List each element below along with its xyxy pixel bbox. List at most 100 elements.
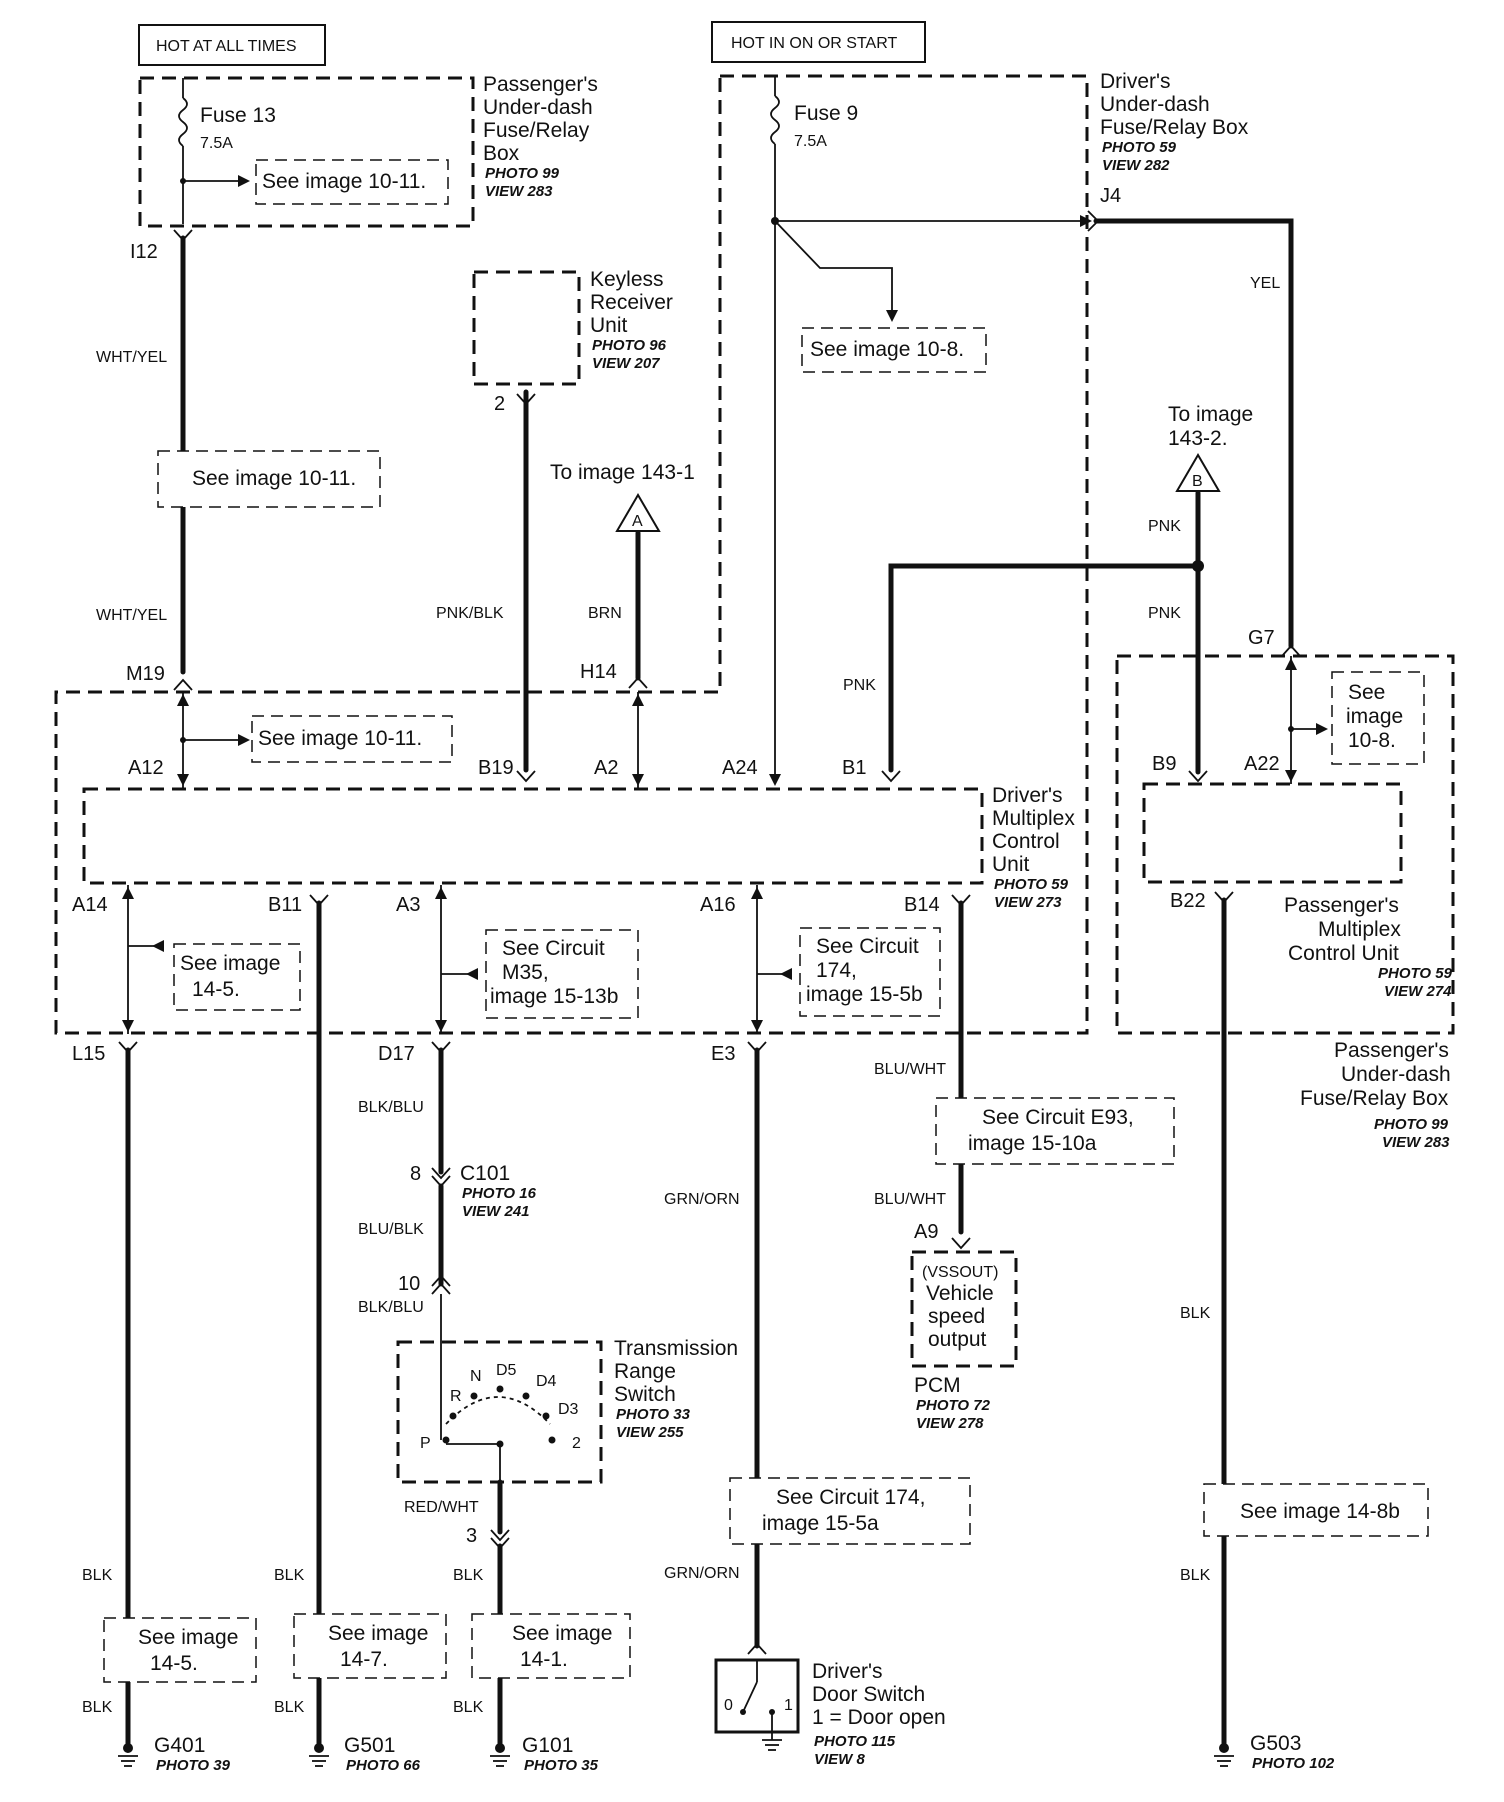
pin-M19: M19 [126,663,165,685]
pin-I12: I12 [130,241,158,263]
svg-text:Fuse/Relay Box: Fuse/Relay Box [1300,1087,1449,1110]
pin-B9: B9 [1152,753,1176,775]
svg-text:Receiver: Receiver [590,291,673,314]
wire-label-brn: BRN [588,605,622,622]
ground-g401-icon [118,1743,138,1767]
c101-photo: PHOTO 16 [462,1185,537,1202]
svg-text:14-1.: 14-1. [520,1648,568,1671]
pin-A24: A24 [722,757,758,779]
svg-text:See: See [1348,681,1385,704]
keyless-receiver-unit-label: Keyless Receiver Unit PHOTO 96 VIEW 207 [590,268,673,372]
fuse-9-symbol [770,95,780,145]
svg-text:image 15-10a: image 15-10a [968,1132,1097,1155]
wire-label-blk-b1: BLK [274,1567,305,1584]
svg-text:(VSSOUT): (VSSOUT) [922,1264,998,1281]
svg-text:VIEW 278: VIEW 278 [916,1415,984,1432]
passenger-multiplex-control-unit [1142,782,1403,884]
svg-text:Door Switch: Door Switch [812,1683,925,1706]
svg-text:See Circuit: See Circuit [816,935,919,958]
svg-text:VIEW 283: VIEW 283 [485,183,553,200]
fuse-9-rating: 7.5A [794,133,827,150]
svg-text:Fuse/Relay Box: Fuse/Relay Box [1100,116,1249,139]
pin-J4: J4 [1100,185,1121,207]
ground-g501-photo: PHOTO 66 [346,1757,421,1774]
svg-text:Passenger's: Passenger's [1334,1039,1449,1062]
svg-text:B: B [1192,473,1203,490]
ground-g401-photo: PHOTO 39 [156,1757,231,1774]
ground-g401: G401 [154,1734,205,1757]
svg-text:Control: Control [992,830,1060,853]
svg-text:VIEW 274: VIEW 274 [1384,983,1452,1000]
svg-text:Unit: Unit [992,853,1030,876]
svg-text:Passenger's: Passenger's [1284,894,1399,917]
svg-text:VIEW 8: VIEW 8 [814,1751,866,1768]
wire-label-blk-l1: BLK [82,1567,113,1584]
wire-label-pnk-blk: PNK/BLK [436,605,504,622]
pin-trs-3: 3 [466,1525,477,1547]
svg-text:Keyless: Keyless [590,268,664,291]
pin-A16: A16 [700,894,736,916]
wire-label-blu-wht-1: BLU/WHT [874,1061,946,1078]
trs-pos-d4: D4 [536,1373,557,1390]
svg-text:PHOTO 115: PHOTO 115 [814,1733,896,1750]
svg-text:See image 10-11.: See image 10-11. [262,170,426,193]
ground-door-switch-icon [762,1739,782,1751]
wire-label-blk-g2: BLK [453,1699,484,1716]
door-switch-pos-1: 1 [784,1697,793,1714]
offpage-b-label-1: To image [1168,403,1253,426]
fuse-13-symbol [178,97,188,147]
svg-text:Driver's: Driver's [812,1660,883,1683]
hot-in-on-or-start-label: HOT IN ON OR START [731,35,897,52]
wire-label-blk-g1: BLK [453,1567,484,1584]
svg-text:A: A [632,513,643,530]
passenger-multiplex-control-unit-label: Passenger's Multiplex Control Unit PHOTO… [1284,894,1453,1000]
wire-label-pnk-2: PNK [1148,605,1181,622]
passenger-fuse-box-bottom [1115,654,1455,1035]
wire-label-yel: YEL [1250,275,1280,292]
offpage-b-label-2: 143-2. [1168,427,1228,450]
pin-D17: D17 [378,1043,415,1065]
door-switch-pos-0: 0 [724,1697,733,1714]
svg-text:Box: Box [483,142,520,165]
svg-text:VIEW 255: VIEW 255 [616,1424,684,1441]
driver-door-switch-label: Driver's Door Switch 1 = Door open PHOTO… [812,1660,946,1768]
svg-text:Driver's: Driver's [1100,70,1171,93]
pin-keyless-2: 2 [494,393,505,415]
pcm [910,1250,1018,1368]
pin-c101-10: 10 [398,1273,420,1295]
svg-text:Under-dash: Under-dash [1100,93,1210,116]
ref-see-image-14-8b [1203,1483,1429,1537]
svg-text:Transmission: Transmission [614,1337,738,1360]
wire-yel [1093,218,1294,649]
ground-g503-icon [1214,1743,1234,1767]
hot-at-all-times-label: HOT AT ALL TIMES [156,38,297,55]
trs-pos-p: P [420,1435,431,1452]
wire-label-grn-orn-2: GRN/ORN [664,1565,740,1582]
svg-text:1 = Door open: 1 = Door open [812,1706,946,1729]
passenger-fuse-box-top-label: Passenger's Under-dash Fuse/Relay Box PH… [483,73,598,200]
ref-see-image-14-1 [471,1613,631,1679]
ground-g503: G503 [1250,1732,1301,1755]
svg-text:Unit: Unit [590,314,628,337]
svg-text:VIEW 282: VIEW 282 [1102,157,1170,174]
pin-c101-8: 8 [410,1163,421,1185]
svg-text:PHOTO 99: PHOTO 99 [485,165,560,182]
svg-text:VIEW 273: VIEW 273 [994,894,1062,911]
svg-text:See Circuit 174,: See Circuit 174, [776,1486,925,1509]
svg-text:Multiplex: Multiplex [1318,918,1401,941]
trs-pos-n: N [470,1368,482,1385]
hot-at-all-times-box [138,24,326,66]
driver-fuse-box [54,74,1089,1035]
svg-text:Driver's: Driver's [992,784,1063,807]
svg-text:PHOTO 96: PHOTO 96 [592,337,667,354]
svg-text:PCM: PCM [914,1374,961,1397]
c101-name: C101 [460,1162,510,1185]
wire-label-blk-blu-1: BLK/BLU [358,1099,424,1116]
ground-g101-icon [490,1743,510,1767]
pin-E3: E3 [711,1043,735,1065]
trs-pos-r: R [450,1388,462,1405]
svg-text:PHOTO 59: PHOTO 59 [1102,139,1177,156]
ref-see-image-14-5-a [173,943,301,1011]
svg-text:See image 10-11.: See image 10-11. [258,727,422,750]
ground-g503-photo: PHOTO 102 [1252,1755,1335,1772]
